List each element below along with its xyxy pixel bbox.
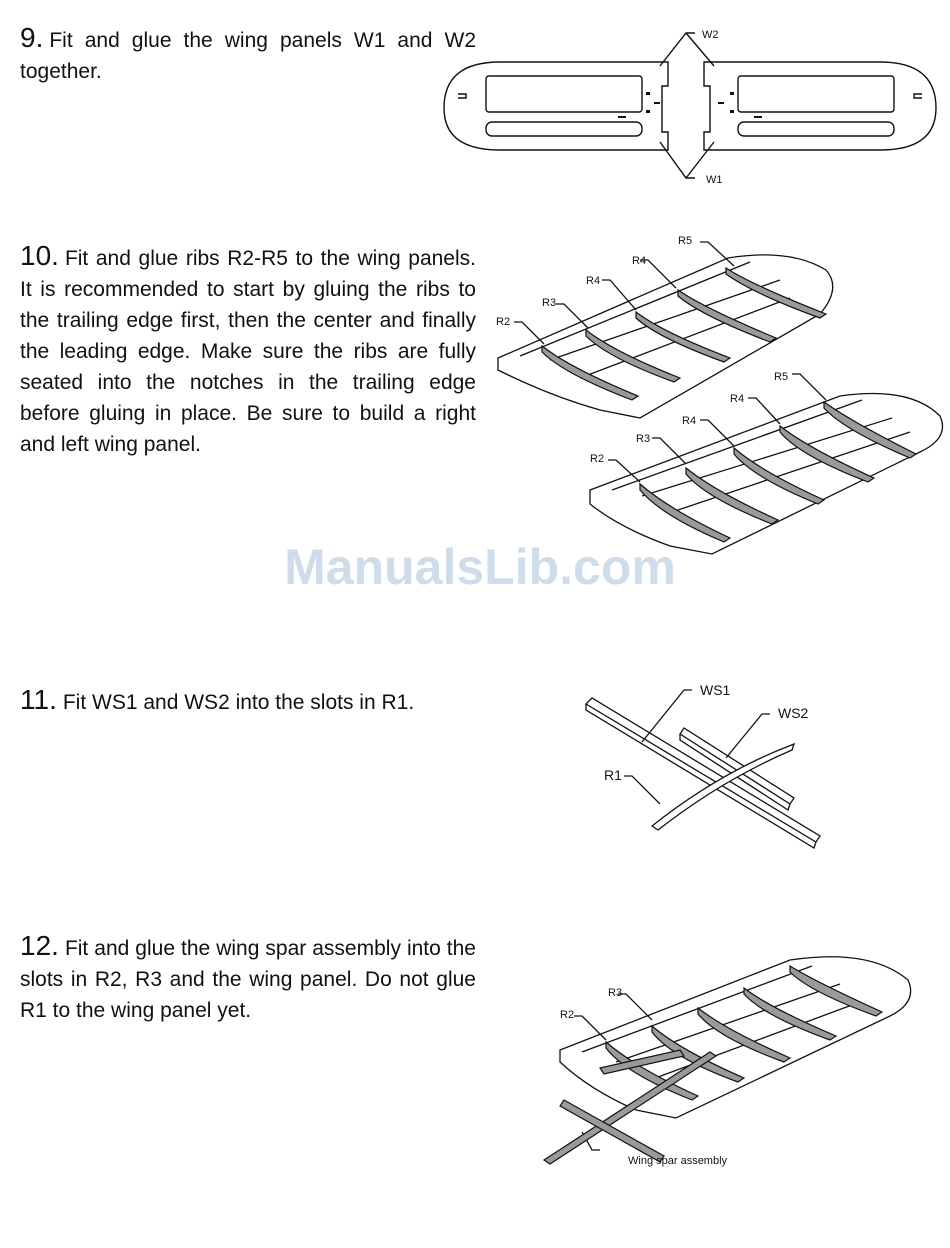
step-text: Fit and glue the wing panels W1 and W2 t… <box>20 29 476 83</box>
step-text: Fit and glue the wing spar assembly into… <box>20 937 476 1022</box>
figure-wing-panels-w1-w2: W2 W1 <box>443 29 937 186</box>
step-number: 10. <box>20 240 59 271</box>
label-r4-upper-b: R4 <box>586 275 600 287</box>
figure-wing-spars-r1: WS1 WS2 R1 <box>584 682 821 849</box>
figure-ribs-r2-r5: R5 R4 R4 R3 R2 R5 R4 R4 R3 R2 <box>496 235 944 555</box>
label-ws1: WS1 <box>700 682 731 698</box>
label-r3: R3 <box>608 987 622 999</box>
label-r4-upper: R4 <box>632 255 646 267</box>
label-ws2: WS2 <box>778 705 809 721</box>
label-w2: W2 <box>702 29 719 41</box>
step-11: 11.Fit WS1 and WS2 into the slots in R1. <box>20 684 476 718</box>
label-r5-lower: R5 <box>774 371 788 383</box>
label-r4-lower: R4 <box>730 393 744 405</box>
step-9: 9.Fit and glue the wing panels W1 and W2… <box>20 22 476 87</box>
label-r2: R2 <box>560 1009 574 1021</box>
label-r4-lower-b: R4 <box>682 415 696 427</box>
label-r2-upper: R2 <box>496 316 510 328</box>
step-text: Fit WS1 and WS2 into the slots in R1. <box>62 691 415 714</box>
step-text: Fit and glue ribs R2-R5 to the wing pane… <box>20 247 476 456</box>
label-r5-upper: R5 <box>678 235 692 247</box>
step-10: 10.Fit and glue ribs R2-R5 to the wing p… <box>20 240 476 460</box>
label-r1: R1 <box>604 767 622 783</box>
figure-spar-assembly-wing-panel: R3 R2 Wing spar assembly <box>542 956 912 1167</box>
label-r2-lower: R2 <box>590 453 604 465</box>
step-number: 11. <box>20 684 57 715</box>
label-r3-lower: R3 <box>636 433 650 445</box>
label-r3-upper: R3 <box>542 297 556 309</box>
step-number: 12. <box>20 930 59 961</box>
step-number: 9. <box>20 22 44 53</box>
label-w1: W1 <box>706 174 723 186</box>
step-12: 12.Fit and glue the wing spar assembly i… <box>20 930 476 1026</box>
watermark: ManualsLib.com <box>284 539 676 595</box>
label-wing-spar-assembly: Wing spar assembly <box>628 1155 728 1167</box>
